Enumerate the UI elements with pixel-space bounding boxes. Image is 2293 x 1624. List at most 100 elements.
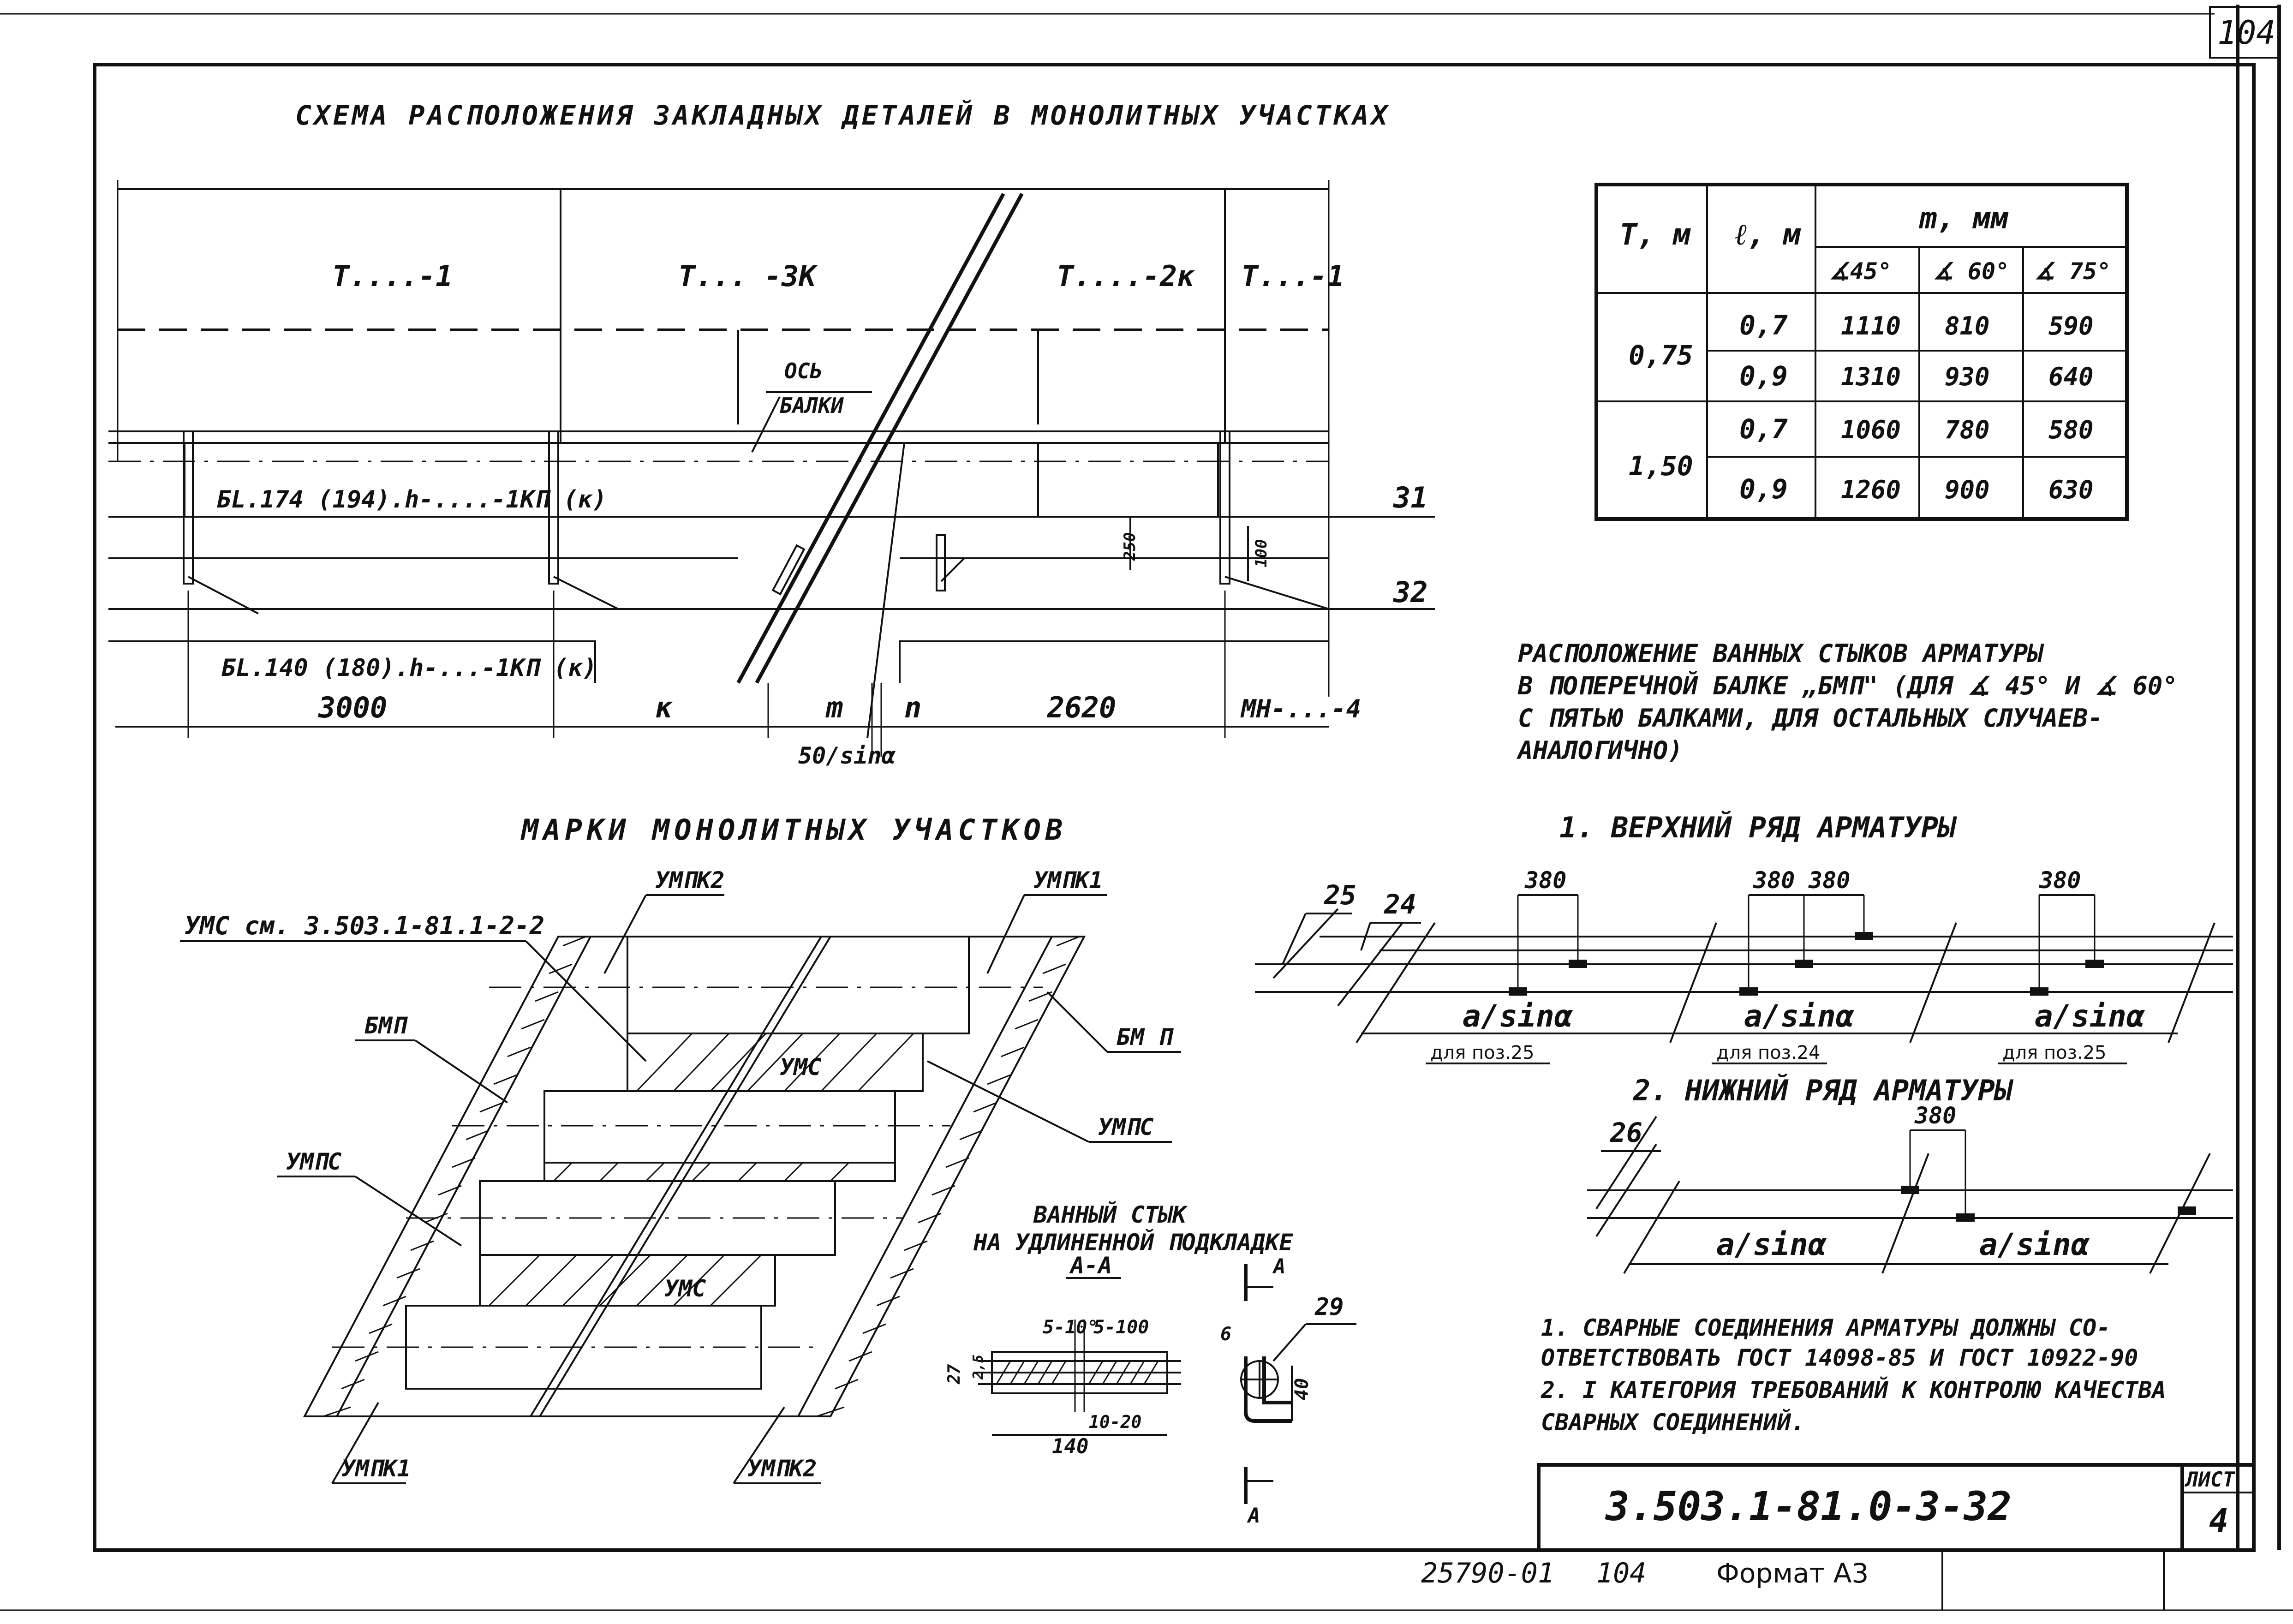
marks-title: МАРКИ МОНОЛИТНЫХ УЧАСТКОВ bbox=[520, 813, 1067, 847]
lower-row-title: 2. НИЖНИЙ РЯД АРМАТУРЫ bbox=[1633, 1074, 2014, 1107]
table-header-m: m, мм bbox=[1918, 202, 2009, 236]
table-cell-value: 1310 bbox=[1841, 362, 1901, 391]
table-cell-t: 0,75 bbox=[1629, 340, 1693, 371]
panel-label: Т....-1 bbox=[332, 259, 453, 293]
position-25: 25 bbox=[1324, 879, 1356, 911]
table-angle: ∡45° bbox=[1829, 258, 1892, 285]
mark-ums: УМС bbox=[780, 1054, 821, 1081]
mark-umpc: УМПС bbox=[286, 1148, 341, 1175]
upper-row-title: 1. ВЕРХНИЙ РЯД АРМАТУРЫ bbox=[1559, 811, 1957, 844]
for-position-label: для поз.25 bbox=[2002, 1042, 2107, 1063]
table-cell-l: 0,9 bbox=[1739, 360, 1788, 392]
list-label: ЛИСТ bbox=[2185, 1468, 2235, 1492]
table-header-l: ℓ, м bbox=[1735, 218, 1801, 252]
scheme-title: СХЕМА РАСПОЛОЖЕНИЯ ЗАКЛАДНЫХ ДЕТАЛЕЙ В М… bbox=[295, 99, 1390, 131]
dim-label: m bbox=[825, 691, 843, 724]
table-cell-l: 0,7 bbox=[1739, 310, 1788, 341]
mark-umpc: УМПС bbox=[1098, 1114, 1153, 1140]
table-cell-value: 1110 bbox=[1841, 311, 1901, 340]
dim-380: 380 bbox=[1524, 867, 1566, 894]
dim-380: 380 bbox=[2039, 867, 2081, 894]
table-angle: ∡ 75° bbox=[2035, 258, 2111, 285]
joints-section: РАСПОЛОЖЕНИЕ ВАННЫХ СТЫКОВ АРМАТУРЫ В ПО… bbox=[1255, 639, 2233, 1274]
dim-label: 3000 bbox=[318, 691, 387, 724]
table-cell-value: 1260 bbox=[1841, 475, 1901, 504]
mark-umpk1: УМПК1 bbox=[341, 1455, 411, 1482]
gap-dim: 5-100 bbox=[1093, 1317, 1149, 1338]
panel-label: Т... -3К bbox=[678, 259, 818, 293]
position-24: 24 bbox=[1384, 889, 1416, 920]
bath-joint-detail: ВАННЫЙ СТЫК НА УДЛИНЕННОЙ ПОДКЛАДКЕ А-А … bbox=[945, 1201, 1356, 1528]
dim-40: 40 bbox=[1291, 1378, 1313, 1400]
table-header-t: Т, м bbox=[1619, 218, 1691, 252]
footer-num: 104 bbox=[1596, 1557, 1646, 1589]
notes-section: 1. СВАРНЫЕ СОЕДИНЕНИЯ АРМАТУРЫ ДОЛЖНЫ СО… bbox=[1541, 1314, 2166, 1436]
table-cell-l: 0,7 bbox=[1739, 413, 1788, 445]
marks-section: МАРКИ МОНОЛИТНЫХ УЧАСТКОВ bbox=[180, 813, 1181, 1484]
dim-380: 380 bbox=[1753, 867, 1795, 894]
dim-380: 380 bbox=[1914, 1102, 1956, 1129]
sheet-designation: 3.503.1-81.0-3-32 bbox=[1605, 1484, 2012, 1530]
table-cell-value: 590 bbox=[2048, 311, 2094, 340]
position-26: 26 bbox=[1610, 1117, 1642, 1148]
scheme-section: СХЕМА РАСПОЛОЖЕНИЯ ЗАКЛАДНЫХ ДЕТАЛЕЙ В М… bbox=[108, 99, 1435, 769]
table-cell-value: 1060 bbox=[1841, 415, 1901, 444]
position-32: 32 bbox=[1393, 575, 1428, 609]
dim-27: 27 bbox=[945, 1364, 964, 1385]
beam-bottom-label: БL.140 (180).h-...-1КП (к) bbox=[221, 654, 597, 682]
table-cell-value: 640 bbox=[2048, 362, 2094, 391]
bath-title-section: А-А bbox=[1069, 1252, 1112, 1279]
mark-umpk1: УМПК1 bbox=[1033, 867, 1103, 894]
title-block: 3.503.1-81.0-3-32 ЛИСТ 4 25790-01 104 Фо… bbox=[1421, 1463, 2256, 1610]
a-sin-label: a/sinα bbox=[1979, 1227, 2090, 1262]
dim-100: 100 bbox=[1252, 539, 1271, 567]
mark-umpk2: УМПК2 bbox=[655, 867, 725, 894]
footer-format: Формат А3 bbox=[1716, 1558, 1869, 1589]
corner-number: 104 bbox=[2217, 14, 2275, 52]
joints-title: В ПОПЕРЕЧНОЙ БАЛКЕ „БМП" (ДЛЯ ∡ 45° И ∡ … bbox=[1517, 671, 2178, 700]
dim-6: 6 bbox=[1220, 1324, 1231, 1345]
dim-140: 140 bbox=[1052, 1435, 1088, 1458]
a-sin-label: a/sinα bbox=[1716, 1227, 1827, 1262]
bath-title: НА УДЛИНЕННОЙ ПОДКЛАДКЕ bbox=[973, 1229, 1293, 1256]
table-cell-l: 0,9 bbox=[1739, 473, 1788, 505]
joints-title: РАСПОЛОЖЕНИЕ ВАННЫХ СТЫКОВ АРМАТУРЫ bbox=[1518, 639, 2044, 668]
table-cell-value: 900 bbox=[1945, 475, 1990, 504]
dim-250: 250 bbox=[1121, 532, 1139, 561]
ums-reference: УМС см. 3.503.1-81.1-2-2 bbox=[185, 911, 544, 940]
dim-label: МН-...-4 bbox=[1240, 694, 1361, 723]
dim-label: 2620 bbox=[1047, 691, 1116, 724]
joints-title: АНАЛОГИЧНО) bbox=[1517, 736, 1683, 765]
mark-bmp: БМП bbox=[364, 1012, 408, 1039]
sheet-frame: 104 bbox=[0, 5, 2293, 1611]
table-cell-value: 630 bbox=[2048, 475, 2094, 504]
panel-label: Т....-2к bbox=[1057, 259, 1195, 293]
dim-label: к bbox=[655, 691, 673, 724]
a-sin-label: a/sinα bbox=[1463, 998, 1573, 1034]
table-cell-value: 780 bbox=[1945, 415, 1990, 444]
note-line: СВАРНЫХ СОЕДИНЕНИЙ. bbox=[1541, 1409, 1805, 1436]
dim-sin-label: 50/sinα bbox=[798, 742, 896, 769]
axis-label: ОСЬ bbox=[784, 358, 823, 383]
table-cell-value: 810 bbox=[1945, 311, 1990, 340]
mark-ums: УМС bbox=[664, 1275, 706, 1302]
table-cell-value: 930 bbox=[1945, 362, 1990, 391]
a-sin-label: a/sinα bbox=[1744, 998, 1855, 1034]
panel-label: Т...-1 bbox=[1241, 259, 1344, 293]
gap-dim: 5-10° bbox=[1043, 1317, 1098, 1338]
section-a-mark: А bbox=[1272, 1255, 1286, 1278]
footer-code: 25790-01 bbox=[1421, 1557, 1554, 1589]
list-number: 4 bbox=[2209, 1502, 2228, 1540]
note-line: 2. I КАТЕГОРИЯ ТРЕБОВАНИЙ К КОНТРОЛЮ КАЧ… bbox=[1541, 1377, 2166, 1403]
note-line: ОТВЕТСТВОВАТЬ ГОСТ 14098-85 И ГОСТ 10922… bbox=[1541, 1344, 2138, 1371]
dim-label: n bbox=[904, 691, 921, 724]
dim-25: 2,5 bbox=[970, 1355, 986, 1380]
position-31: 31 bbox=[1393, 481, 1428, 514]
a-sin-label: a/sinα bbox=[2035, 998, 2145, 1034]
for-position-label: для поз.24 bbox=[1716, 1042, 1821, 1063]
mark-umpk2: УМПК2 bbox=[747, 1455, 817, 1482]
axis-label: БАЛКИ bbox=[780, 393, 844, 418]
table-angle: ∡ 60° bbox=[1933, 258, 2009, 285]
joints-title: С ПЯТЬЮ БАЛКАМИ, ДЛЯ ОСТАЛЬНЫХ СЛУЧАЕВ- bbox=[1518, 704, 2103, 733]
